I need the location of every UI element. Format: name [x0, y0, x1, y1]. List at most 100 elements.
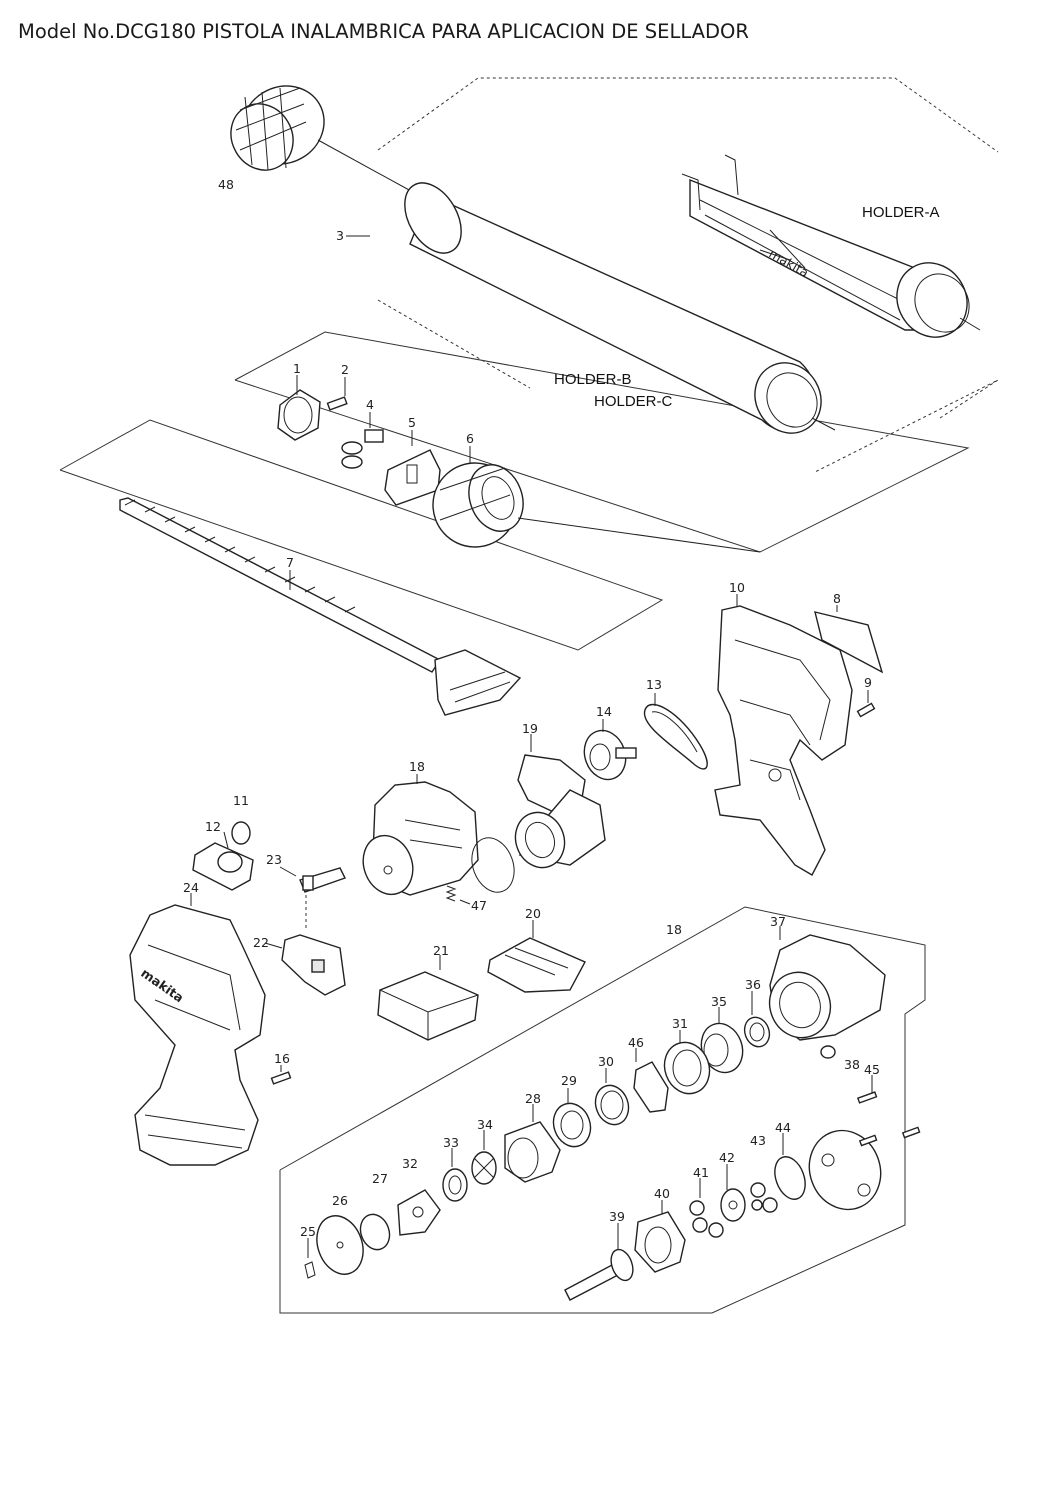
- part-37-gear-case: [768, 926, 886, 1041]
- part-label: 39: [609, 1209, 625, 1224]
- part-label: 23: [266, 852, 282, 867]
- part-8-label: [814, 605, 884, 674]
- part-label: 24: [183, 880, 199, 895]
- part-label: 35: [711, 994, 727, 1009]
- part-48-end-cap: [230, 85, 421, 197]
- part-label: 41: [693, 1165, 709, 1180]
- part-label: 4: [366, 397, 374, 412]
- part-label: 48: [218, 177, 234, 192]
- part-33-gear: [442, 1148, 468, 1202]
- part-28-gear-ring: [504, 1104, 561, 1183]
- part-label: 46: [628, 1035, 644, 1050]
- part-44-plate: [774, 1129, 882, 1211]
- part-label: 22: [253, 935, 269, 950]
- part-label: 40: [654, 1186, 670, 1201]
- part-label: 45: [864, 1062, 880, 1077]
- part-4-bolt: [341, 412, 384, 469]
- assembly-frames: [59, 77, 999, 1314]
- part-16-pin: [270, 1065, 292, 1085]
- part-label: 28: [525, 1091, 541, 1106]
- holder-c-label: HOLDER-C: [594, 393, 673, 410]
- part-29-ring: [552, 1088, 592, 1148]
- part-30-ring: [594, 1068, 630, 1126]
- part-47-spring: [445, 885, 471, 905]
- part-46-washer: [633, 1048, 669, 1113]
- part-23-switch-lever: [279, 866, 346, 930]
- part-label: 8: [833, 591, 841, 606]
- part-34-gear: [471, 1130, 497, 1185]
- part-label: 31: [672, 1016, 688, 1031]
- part-label: 27: [372, 1171, 388, 1186]
- part-9-screw: [856, 690, 876, 718]
- part-label: 43: [750, 1133, 766, 1148]
- part-label: 38: [844, 1057, 860, 1072]
- part-label: 20: [525, 906, 541, 921]
- part-42-carrier: [720, 1164, 746, 1222]
- part-32-gear: [397, 1189, 441, 1236]
- part-27-pinion: [359, 1213, 391, 1251]
- part-label: 47: [471, 898, 487, 913]
- part-18-gear-housing: [362, 774, 515, 896]
- part-label: 6: [466, 431, 474, 446]
- part-label: 21: [433, 943, 449, 958]
- part-10-housing: [714, 594, 853, 876]
- part-22-switch: [264, 934, 346, 996]
- part-40-ring-gear: [634, 1200, 686, 1273]
- holder-a-label: HOLDER-A: [862, 204, 940, 221]
- part-45-screws: [856, 1075, 921, 1147]
- part-label: 10: [729, 580, 745, 595]
- part-12-switch-plate: [192, 831, 254, 891]
- part-41-planet-gears: [689, 1178, 724, 1238]
- part-label: 32: [402, 1156, 418, 1171]
- part-2-screw: [326, 377, 348, 411]
- part-label: 25: [300, 1224, 316, 1239]
- part-1-end-piece: [277, 375, 321, 441]
- part-label: 30: [598, 1054, 614, 1069]
- part-label: 36: [745, 977, 761, 992]
- part-14-pulley: [583, 719, 637, 781]
- part-13-belt: [643, 693, 708, 770]
- part-36-ring: [743, 991, 771, 1048]
- part-43-planet-gears: [750, 1182, 778, 1213]
- part-6-ring-nut: [432, 446, 761, 553]
- holder-b-label: HOLDER-B: [554, 371, 632, 388]
- part-label: 1: [293, 361, 301, 376]
- part-label: 11: [233, 793, 249, 808]
- part-19-motor: [514, 734, 606, 869]
- part-number-labels: 48 3 1 2 4 5 6 7 8 9 10 11 12 13 14 16 1…: [183, 177, 880, 1239]
- part-11-knob: [231, 821, 251, 845]
- part-label: 3: [336, 228, 344, 243]
- part-label: 12: [205, 819, 221, 834]
- part-label: 7: [286, 555, 294, 570]
- part-label: 16: [274, 1051, 290, 1066]
- holder-a-assembly: makita: [681, 154, 981, 338]
- page-title: Model No.DCG180 PISTOLA INALAMBRICA PARA…: [18, 20, 749, 43]
- part-label: 18: [666, 922, 682, 937]
- part-7-plunger-rack: [119, 497, 522, 716]
- part-label: 13: [646, 677, 662, 692]
- part-20-terminal: [487, 920, 586, 993]
- part-26-disc: [316, 1215, 364, 1275]
- part-label: 2: [341, 362, 349, 377]
- part-39-shaft: [564, 1223, 634, 1301]
- part-label: 33: [443, 1135, 459, 1150]
- part-5-plate: [384, 430, 441, 506]
- part-label: 14: [596, 704, 612, 719]
- part-label: 42: [719, 1150, 735, 1165]
- part-label: 5: [408, 415, 416, 430]
- part-label: 26: [332, 1193, 348, 1208]
- part-3-cartridge-tube: [346, 182, 836, 434]
- part-38-bushing: [820, 1045, 836, 1059]
- part-label: 19: [522, 721, 538, 736]
- part-25-clip: [304, 1238, 316, 1279]
- part-label: 29: [561, 1073, 577, 1088]
- part-label: 34: [477, 1117, 493, 1132]
- part-label: 37: [770, 914, 786, 929]
- part-label: 9: [864, 675, 872, 690]
- part-24-housing-set: makita: [129, 893, 266, 1166]
- part-31-ring-gear: [663, 1030, 711, 1095]
- part-label: 18: [409, 759, 425, 774]
- part-21-controller: [377, 955, 479, 1041]
- part-label: 44: [775, 1120, 791, 1135]
